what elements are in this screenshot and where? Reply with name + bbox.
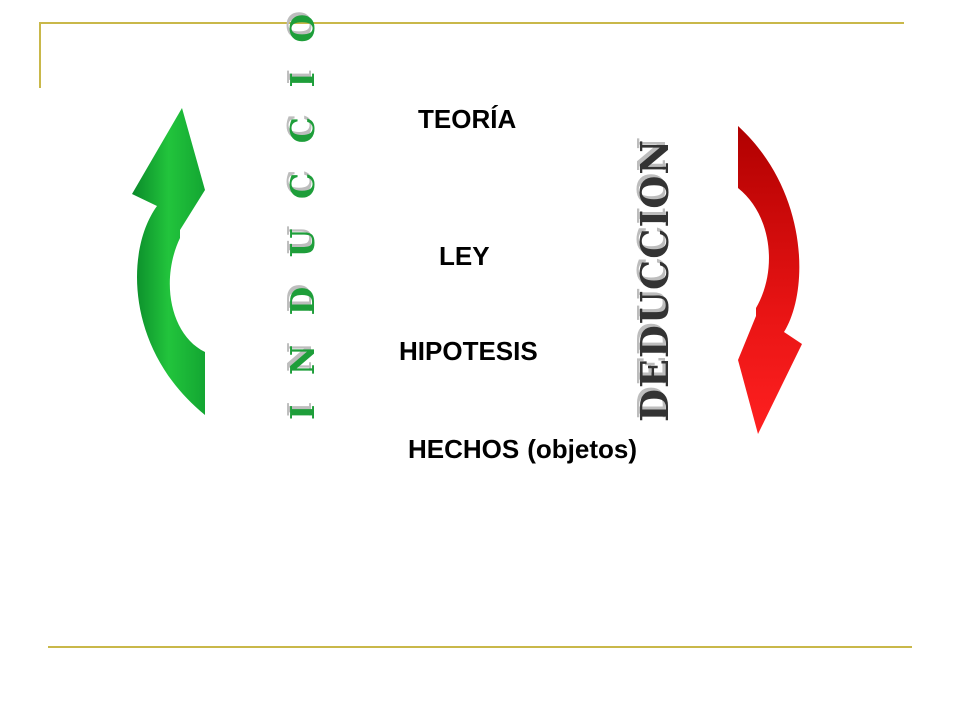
level-teoria: TEORÍA	[418, 104, 517, 134]
deduction-arrow-icon	[738, 126, 802, 434]
induction-label: I N D U C C I O N	[283, 0, 322, 420]
level-hipotesis: HIPOTESIS	[399, 336, 538, 366]
level-ley: LEY	[439, 241, 490, 271]
frame-top-line	[40, 22, 904, 24]
induction-arrow-icon	[132, 108, 205, 415]
level-hechos: HECHOS(objetos)	[408, 436, 637, 462]
frame-left-line	[39, 22, 41, 88]
frame-bottom-line	[48, 646, 912, 648]
level-hechos-text: HECHOS	[408, 434, 520, 464]
deduction-label: DEDUCCION	[632, 138, 677, 422]
level-hechos-note: (objetos)	[527, 434, 638, 464]
